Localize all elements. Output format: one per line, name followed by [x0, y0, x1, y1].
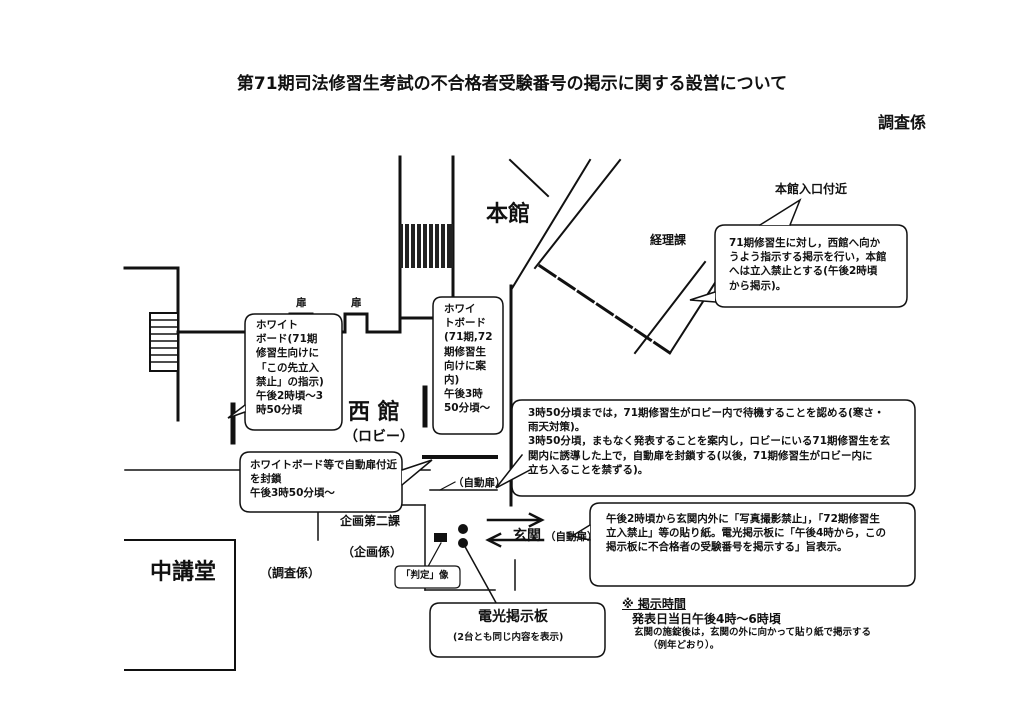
- wall-chukodo-top: [124, 539, 236, 671]
- label-genkan: 玄関: [513, 528, 541, 544]
- label-chosa: （調査係）: [260, 566, 321, 580]
- note-whiteboard-left: ホワイト ボード(71期 修習生向けに 「この先立入 禁止」の指示) 午後2時頃…: [256, 319, 324, 417]
- callout-honkan: [714, 224, 908, 308]
- note-lobby: 3時50分頃までは，71期修習生がロビー内で待機することを認める(寒さ・ 雨天対…: [528, 407, 891, 476]
- document-author: 調査係: [877, 113, 926, 132]
- leader-autodoor: [439, 481, 456, 491]
- arrow-out-head: [528, 512, 545, 528]
- schedule-line-3: （例年どおり）。: [648, 640, 720, 651]
- label-door-2: 扉: [351, 297, 362, 309]
- callout-seal: [239, 451, 403, 513]
- callout-genkan: [589, 502, 916, 587]
- callout-lobby-tail: [495, 453, 532, 489]
- label-door-1: 扉: [296, 297, 307, 309]
- note-genkan: 午後2時頃から玄関内外に「写真撮影禁止」，「72期修習生 立入禁止」等の貼り紙。…: [606, 513, 886, 554]
- callout-wb-right: [432, 296, 504, 435]
- label-honkan: 本館: [486, 202, 531, 227]
- schedule-heading: ※ 掲示時間: [622, 597, 686, 611]
- note-board-sub: (2台とも同じ内容を表示): [453, 632, 564, 643]
- callout-seal-tail: [400, 459, 433, 487]
- callout-wb-left: [244, 313, 343, 431]
- note-whiteboard-right: ホワイ トボード (71期,72 期修習生 向けに案 内) 午後3時 50分頃～: [444, 303, 493, 415]
- label-chukodo: 中講堂: [150, 560, 217, 585]
- callout-genkan-tail: [570, 523, 592, 541]
- label-kikaku-2: 企画第二課: [340, 514, 401, 528]
- display-board-1: [458, 524, 468, 534]
- stairs-left-treads: [149, 319, 179, 363]
- note-board-title: 電光掲示板: [478, 609, 548, 625]
- label-honkan-entrance: 本館入口付近: [775, 182, 848, 196]
- leader-board: [461, 541, 502, 612]
- schedule-line-2: 玄関の施錠後は，玄関の外に向かって貼り紙で掲示する: [634, 627, 872, 638]
- label-lobby: （ロビー）: [344, 429, 414, 445]
- wall-main-diag-2: [533, 158, 622, 270]
- arrow-in-head: [485, 532, 502, 548]
- callout-honkan-tail: [758, 198, 802, 227]
- display-board-2: [458, 538, 468, 548]
- schedule-line-1: 発表日当日午後4時～6時頃: [632, 612, 781, 626]
- callout-lobby: [511, 399, 916, 497]
- stairs-corridor: [400, 224, 453, 268]
- note-honkan: 71期修習生に対し，西館へ向か うよう指示する掲示を行い，本館 へは立入禁止とす…: [729, 237, 887, 292]
- stairs-corridor-treads: [403, 223, 447, 269]
- label-autodoor-1: （自動扉）: [453, 477, 506, 489]
- label-autodoor-2: （自動扉）: [545, 531, 598, 543]
- wall-main-diag-6: [633, 260, 707, 355]
- document-title: 第71期司法修習生考試の不合格者受験番号の掲示に関する設営について: [236, 74, 788, 94]
- callout-honkan-tail-2: [689, 291, 716, 303]
- note-seal: ホワイトボード等で自動扉付近 を封鎖 午後3時50分頃～: [250, 459, 397, 500]
- callout-wb-left-tail: [227, 403, 247, 419]
- label-keiri: 経理課: [650, 233, 687, 247]
- label-nishikan: 西 館: [348, 400, 400, 425]
- wall-main-diag-1: [509, 158, 592, 292]
- label-hantei: 「判定」像: [401, 570, 449, 581]
- callout-board: [429, 602, 606, 658]
- wall-main-diag-5: [668, 273, 722, 355]
- wall-main-diag-4: [537, 263, 673, 356]
- callout-hantei: [394, 565, 461, 589]
- hantei-statue-mark: [434, 533, 447, 542]
- label-kikaku: （企画係）: [342, 545, 403, 559]
- wall-main-diag-3: [508, 158, 550, 198]
